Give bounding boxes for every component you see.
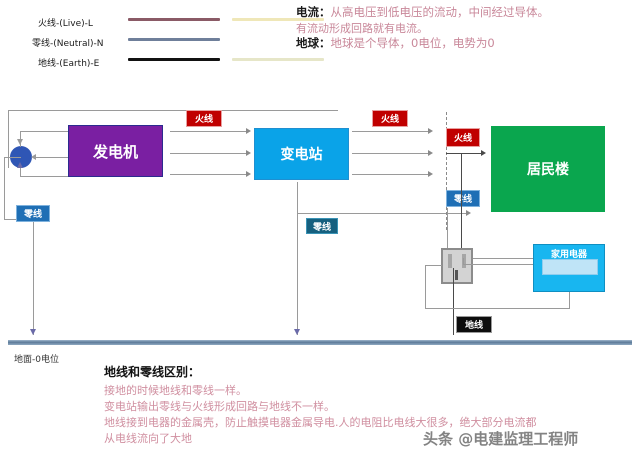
arrow-live-into-building xyxy=(481,150,486,156)
wire-neutral-left-h xyxy=(4,157,21,158)
wire-live-into-building xyxy=(446,153,482,154)
wire-socket-earth-down xyxy=(453,268,454,335)
wire-gen-sub-2 xyxy=(170,153,246,154)
wire-phase-b-h xyxy=(36,157,68,158)
tag-neutral-mid[interactable]: 零线 xyxy=(306,218,338,234)
legend-glow-earth xyxy=(232,58,324,61)
wire-case-earth-down xyxy=(569,292,570,308)
watermark: 头条 @电建监理工程师 xyxy=(423,430,579,448)
boundary-dashed-line xyxy=(446,112,447,230)
wire-case-earth-left-v xyxy=(425,265,426,309)
wire-phase-c-h xyxy=(20,176,68,177)
note-earth-key: 地球： xyxy=(296,36,331,50)
wall-socket[interactable] xyxy=(441,248,473,284)
earth-ground-bar xyxy=(8,340,632,345)
arrow-gen-sub-1 xyxy=(246,128,251,134)
socket-ground-pin xyxy=(455,270,458,280)
wire-neutral-run-right xyxy=(297,213,469,214)
wire-sub-out-3 xyxy=(352,174,428,175)
legend-swatch-live xyxy=(128,18,220,21)
arrow-phase-b xyxy=(31,154,36,160)
wire-gen-sub-1 xyxy=(170,131,246,132)
note-earth: 地球：地球是个导体，0电位，电势为0 xyxy=(296,35,495,51)
wire-phase-a-h xyxy=(20,131,68,132)
tag-earth-label: 地线 xyxy=(464,321,483,331)
note-current-text: 从高电压到低电压的流动，中间经过导体。 xyxy=(330,5,550,19)
legend-glow-live xyxy=(232,18,324,21)
wire-socket-feed-live xyxy=(461,153,462,248)
appliance-inner-panel xyxy=(542,259,598,275)
legend-row-earth: 地线-(Earth)-E xyxy=(38,51,99,70)
arrow-phase-a xyxy=(17,139,23,145)
wire-case-earth-h xyxy=(425,308,570,309)
wire-gen-sub-3 xyxy=(170,174,246,175)
legend-label-earth: 地线-(Earth)-E xyxy=(38,59,100,69)
wire-appliance-neutral xyxy=(463,264,533,265)
wire-sub-neutral-down xyxy=(297,182,298,335)
tag-live-1-label: 火线 xyxy=(194,115,213,125)
tag-live-3[interactable]: 火线 xyxy=(446,128,480,147)
wire-sub-out-2 xyxy=(352,153,428,154)
tag-neutral-left[interactable]: 零线 xyxy=(16,205,50,222)
tag-neutral-right[interactable]: 零线 xyxy=(446,190,480,207)
block-appliance-label: 家用电器 xyxy=(550,250,587,260)
wire-sub-out-1 xyxy=(352,131,428,132)
note-current-sub: 有流动形成回路就有电流。 xyxy=(296,22,428,35)
socket-slot-live xyxy=(448,254,452,268)
block-residential[interactable]: 居民楼 xyxy=(491,126,605,212)
star-point-node[interactable] xyxy=(10,146,32,168)
tag-neutral-mid-label: 零线 xyxy=(312,222,331,233)
block-generator-label: 发电机 xyxy=(92,142,138,161)
tag-live-1[interactable]: 火线 xyxy=(186,110,222,127)
arrow-gen-sub-3 xyxy=(246,171,251,177)
note-current-key: 电流： xyxy=(296,5,331,19)
arrow-sub-out-1 xyxy=(428,128,433,134)
arrow-neutral-left-ground xyxy=(30,329,36,335)
block-generator[interactable]: 发电机 xyxy=(68,125,163,177)
legend-row-live: 火线-(Live)-L xyxy=(38,11,93,30)
arrow-sub-neutral-ground xyxy=(294,329,300,335)
block-appliance[interactable]: 家用电器 xyxy=(533,244,605,292)
tag-live-2-label: 火线 xyxy=(380,115,399,125)
wire-neutral-left-v xyxy=(4,157,5,219)
tag-earth[interactable]: 地线 xyxy=(456,316,492,333)
tag-live-2[interactable]: 火线 xyxy=(372,110,408,127)
arrow-gen-sub-2 xyxy=(246,150,251,156)
notes-bottom-line-1: 接地的时候地线和零线一样。 xyxy=(104,384,247,397)
wire-top-frame xyxy=(8,110,338,111)
notes-bottom-line-2: 变电站输出零线与火线形成回路与地线不一样。 xyxy=(104,400,335,413)
notes-bottom-title: 地线和零线区别： xyxy=(104,365,201,379)
legend-row-neutral: 零线-(Neutral)-N xyxy=(32,31,103,50)
legend-swatch-earth xyxy=(128,58,220,61)
notes-bottom-line-4: 从电线流向了大地 xyxy=(104,432,192,445)
arrow-sub-out-2 xyxy=(428,150,433,156)
tag-live-3-label: 火线 xyxy=(453,134,472,144)
wire-neutral-left-to-ground xyxy=(33,222,34,335)
tag-neutral-right-label: 零线 xyxy=(453,195,472,205)
wire-socket-feed-neutral xyxy=(447,208,448,248)
wire-appliance-live xyxy=(473,258,533,259)
note-current: 电流：从高电压到低电压的流动，中间经过导体。 xyxy=(296,4,549,20)
wire-case-earth-to-socket xyxy=(425,265,442,266)
legend-swatch-neutral xyxy=(128,38,220,41)
arrow-sub-out-3 xyxy=(428,171,433,177)
tag-neutral-left-label: 零线 xyxy=(23,210,42,220)
wire-phase-a-v xyxy=(20,131,21,141)
note-earth-text: 地球是个导体，0电位，电势为0 xyxy=(330,36,495,50)
block-substation[interactable]: 变电站 xyxy=(254,128,349,180)
wire-phase-c-v xyxy=(20,166,21,176)
wire-frame-left-upper xyxy=(8,110,9,168)
legend-label-neutral: 零线-(Neutral)-N xyxy=(32,39,104,49)
block-substation-label: 变电站 xyxy=(280,147,323,163)
block-residential-label: 居民楼 xyxy=(527,162,569,178)
ground-caption: 地面-0电位 xyxy=(14,355,59,365)
socket-slot-neutral xyxy=(462,254,466,268)
wire-appliance-neutral-step xyxy=(463,258,464,265)
notes-bottom-line-3: 地线接到电器的金属壳，防止触摸电器金属导电.人的电阻比电线大很多，绝大部分电流都 xyxy=(104,416,537,429)
arrow-neutral-to-building xyxy=(466,210,471,216)
legend-label-live: 火线-(Live)-L xyxy=(38,19,93,29)
arrow-phase-c xyxy=(17,162,23,168)
